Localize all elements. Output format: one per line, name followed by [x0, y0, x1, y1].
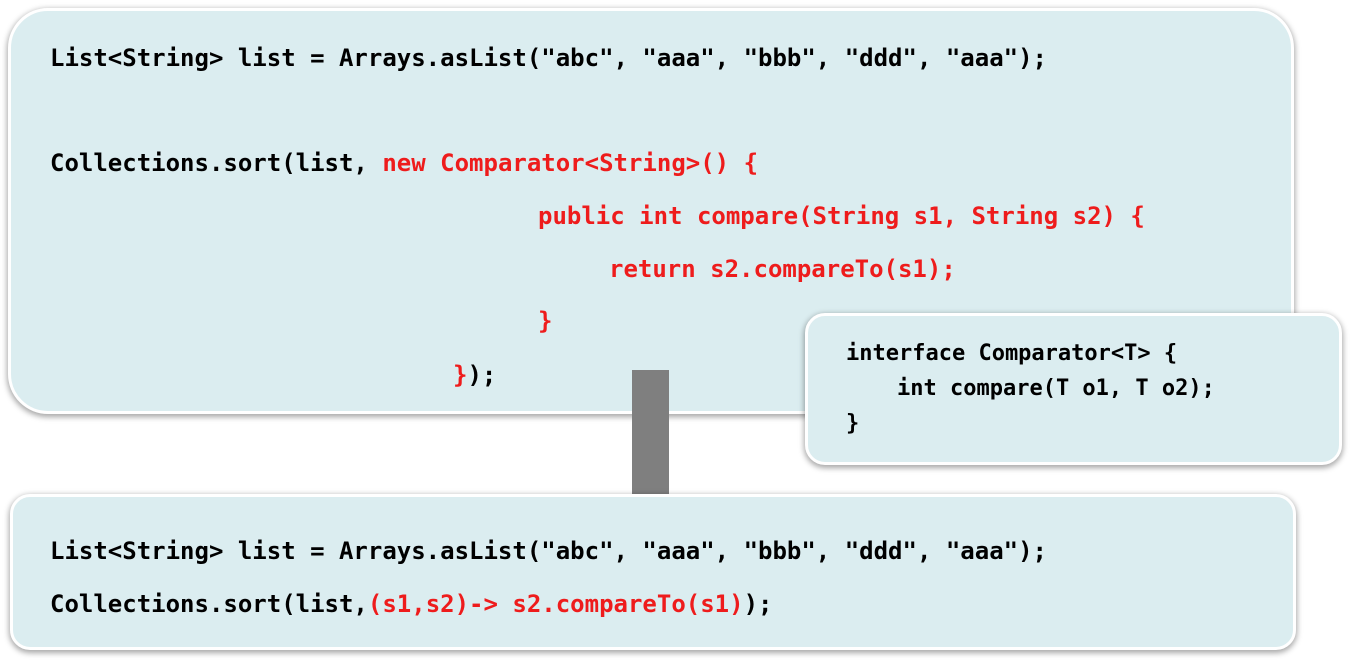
code-line-sort-lambda: Collections.sort(list,(s1,s2)-> s2.compa…	[50, 590, 773, 618]
interface-line-compare: int compare(T o1, T o2);	[897, 376, 1215, 401]
code-line-return: return s2.compareTo(s1);	[609, 255, 956, 283]
interface-line-close: }	[846, 411, 860, 436]
code-line-aslist-lambda: List<String> list = Arrays.asList("abc",…	[50, 537, 1047, 565]
lambda-expression: (s1,s2)-> s2.compareTo(s1)	[367, 590, 744, 618]
code-line-sort-call: Collections.sort(list, new Comparator<St…	[50, 149, 759, 177]
code-line-compare-signature: public int compare(String s1, String s2)…	[538, 202, 1145, 230]
lambda-code-box	[10, 494, 1296, 650]
comparator-interface-box	[805, 313, 1342, 465]
code-line-close-method: }	[538, 307, 553, 335]
comparator-new: new Comparator<String>() {	[382, 149, 759, 177]
code-line-close-class: });	[453, 361, 497, 389]
interface-line-declaration: interface Comparator<T> {	[846, 341, 1178, 366]
code-line-aslist: List<String> list = Arrays.asList("abc",…	[50, 44, 1047, 72]
